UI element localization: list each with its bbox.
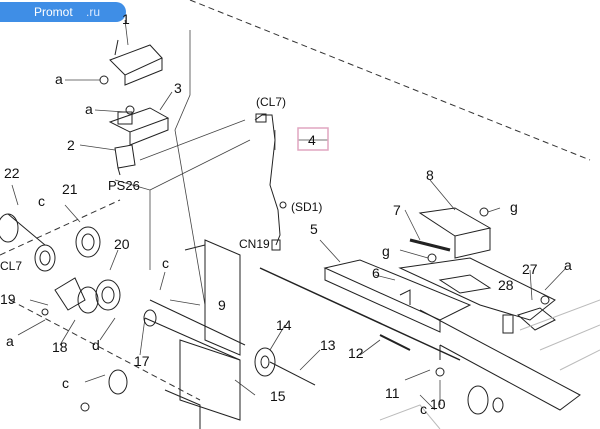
callout-label-n28: 28 — [498, 277, 514, 293]
screw-a-2 — [125, 105, 135, 115]
gear-part-17 — [143, 309, 157, 327]
callout-label-cl7: CL7 — [0, 259, 22, 273]
part-27-28 — [502, 295, 556, 334]
watermark-text: Promot — [34, 5, 73, 19]
callout-label-c4: c — [420, 401, 427, 417]
screw-a-1 — [99, 75, 109, 85]
callout-label-c3: c — [62, 375, 69, 391]
callout-label-d: d — [92, 337, 100, 353]
callout-label-cn19: CN19 — [239, 237, 270, 251]
callout-label-n21: 21 — [62, 181, 78, 197]
watermark-badge: Promot .ru — [0, 2, 126, 22]
callout-label-n10: 10 — [430, 396, 446, 412]
callout-label-n1: 1 — [122, 11, 130, 27]
lower-frame — [419, 309, 581, 415]
callout-label-n6: 6 — [372, 265, 380, 281]
callout-highlight — [297, 127, 329, 151]
roller-assembly-left — [0, 213, 121, 316]
callout-label-a3: a — [6, 333, 14, 349]
callout-label-n8: 8 — [426, 167, 434, 183]
callout-label-a2: a — [85, 101, 93, 117]
callout-label-a4: a — [564, 257, 572, 273]
callout-label-n27: 27 — [522, 261, 538, 277]
callout-label-n4: 4 — [308, 132, 316, 148]
callout-label-n9: 9 — [218, 297, 226, 313]
background-assembly — [379, 299, 600, 429]
plate-part-3 — [108, 107, 170, 146]
harness-part-4 — [254, 113, 287, 251]
screw-bottom — [80, 402, 90, 412]
callout-label-ps26: PS26 — [108, 178, 140, 193]
dashed-frame — [0, 0, 591, 401]
screw-g-2 — [427, 253, 437, 263]
callout-label-n2: 2 — [67, 137, 75, 153]
callout-label-n7: 7 — [393, 202, 401, 218]
callout-label-c1: c — [38, 193, 45, 209]
gear-part-14 — [254, 347, 316, 386]
bracket-part-8 — [418, 207, 492, 259]
gear-bottom — [108, 369, 128, 395]
bracket-part-1 — [109, 39, 163, 86]
screw-g-1 — [479, 207, 489, 217]
callout-label-n18: 18 — [52, 339, 68, 355]
leader-lines — [11, 19, 567, 411]
callout-label-c2: c — [162, 255, 169, 271]
callout-label-n5: 5 — [310, 221, 318, 237]
callout-label-n13: 13 — [320, 337, 336, 353]
callout-label-sd1: (SD1) — [291, 200, 322, 214]
sensor-part-2 — [114, 144, 136, 176]
callout-label-n12: 12 — [348, 345, 364, 361]
callout-label-n15: 15 — [270, 388, 286, 404]
callout-label-a1: a — [55, 71, 63, 87]
shaft-part-10 — [259, 267, 461, 361]
side-frame-part-15 — [144, 239, 246, 429]
shaft-part-12 — [379, 334, 411, 351]
callout-label-n19: 19 — [0, 291, 16, 307]
callout-label-cl7top: (CL7) — [256, 95, 286, 109]
callout-label-g2: g — [382, 243, 390, 259]
callout-label-n20: 20 — [114, 236, 130, 252]
watermark-domain: .ru — [86, 5, 101, 19]
callout-label-n3: 3 — [174, 80, 182, 96]
callout-label-g1: g — [510, 199, 518, 215]
bar-part-7 — [409, 238, 451, 252]
callout-label-n14: 14 — [276, 317, 292, 333]
guide-plate-part-5 — [323, 259, 472, 333]
callout-label-n22: 22 — [4, 165, 20, 181]
callout-label-n11: 11 — [385, 385, 400, 401]
callout-label-n17: 17 — [134, 353, 150, 369]
